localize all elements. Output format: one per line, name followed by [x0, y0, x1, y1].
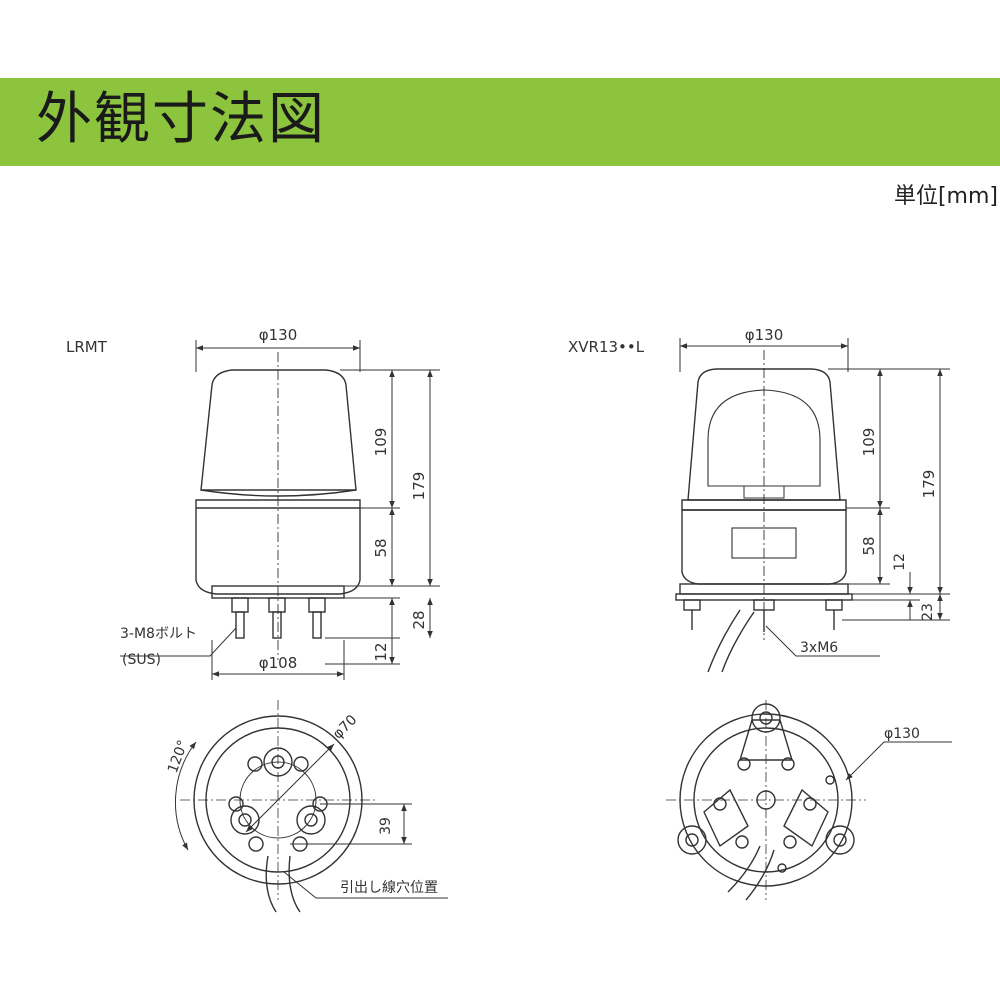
xvr-top-diameter: φ130 — [745, 326, 784, 344]
xvr-bottom-cable — [727, 845, 775, 901]
xvr-model-label: XVR13••L — [568, 338, 645, 356]
xvr-bracket-left — [703, 788, 749, 848]
lrmt-side-view — [195, 352, 361, 660]
xvr-dim-58: 58 — [860, 536, 878, 555]
page-title: 外観寸法図 — [36, 87, 326, 152]
lrmt-dim-28: 28 — [410, 610, 428, 629]
lrmt-dim-109: 109 — [372, 428, 390, 457]
lrmt-dimensions — [120, 340, 440, 680]
xvr-cable — [707, 609, 755, 673]
xvr-bracket-right — [783, 788, 829, 848]
xvr-dimensions — [679, 338, 950, 657]
lrmt-bolts — [231, 597, 326, 639]
header-band — [0, 78, 1000, 166]
lrmt-cable-hole: 引出し線穴位置 — [340, 880, 438, 896]
xvr-screws — [683, 599, 843, 632]
xvr-dim-109: 109 — [860, 428, 878, 457]
xvr-side-view — [675, 350, 853, 673]
xvr-screw-holes — [713, 757, 835, 873]
lrmt-bolt-material: (SUS) — [122, 652, 161, 668]
lrmt-body — [195, 499, 361, 595]
xvr-bottom-diameter: φ130 — [884, 726, 920, 742]
lrmt-top-diameter: φ130 — [259, 326, 298, 344]
xvr-bottom-view — [666, 700, 952, 901]
xvr-dim-23: 23 — [920, 603, 936, 621]
xvr-dome — [687, 368, 841, 501]
lrmt-dim-179: 179 — [410, 472, 428, 501]
lrmt-model-label: LRMT — [66, 338, 108, 356]
lrmt-dome — [200, 369, 357, 491]
lrmt-angle: 120° — [165, 738, 192, 775]
xvr-dim-179: 179 — [920, 470, 938, 499]
lrmt-dim-12: 12 — [372, 642, 390, 661]
lrmt-base-diameter: φ108 — [259, 654, 298, 672]
lrmt-bottom-view — [174, 700, 448, 913]
xvr-dim-12: 12 — [892, 553, 908, 571]
lrmt-bolt-label: 3-M8ボルト — [120, 626, 197, 642]
unit-label: 単位[mm] — [893, 184, 998, 209]
lrmt-dim-58: 58 — [372, 538, 390, 557]
lrmt-dim-39: 39 — [378, 817, 394, 835]
lrmt-cable — [265, 855, 301, 913]
xvr-screw-label: 3xM6 — [800, 640, 838, 656]
